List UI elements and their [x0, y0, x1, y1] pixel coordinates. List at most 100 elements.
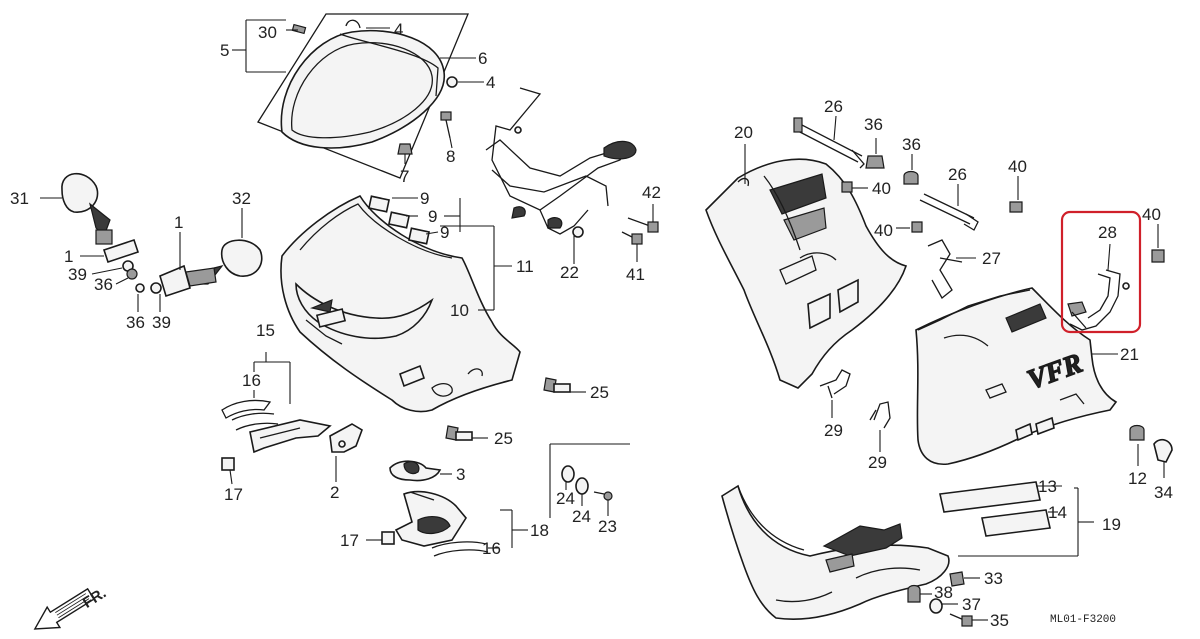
label-16a: 16 [242, 371, 261, 390]
front-arrow-icon [33, 587, 95, 630]
label-13: 13 [1038, 477, 1057, 496]
label-40b: 40 [1008, 157, 1027, 176]
label-32: 32 [232, 189, 251, 208]
label-4b: 4 [486, 73, 495, 92]
bolt-40b [1009, 201, 1023, 213]
label-27: 27 [982, 249, 1001, 268]
bolt-33 [949, 571, 965, 587]
stay-rod-26a [793, 117, 865, 169]
highlight-box-28 [1060, 210, 1142, 334]
clip-17a [221, 457, 235, 471]
reference-code: ML01-F3200 [1050, 614, 1116, 626]
label-29a: 29 [824, 421, 843, 440]
label-2: 2 [330, 483, 339, 502]
nut-7 [397, 143, 413, 155]
label-17a: 17 [224, 485, 243, 504]
label-36b: 36 [126, 313, 145, 332]
grommet-12 [1129, 424, 1145, 441]
mirror-right [159, 239, 263, 298]
windscreen-grommet-top [345, 19, 361, 29]
bracket-2 [329, 423, 363, 453]
cushion-9c [408, 227, 430, 245]
washer-37 [929, 598, 943, 614]
label-18: 18 [530, 521, 549, 540]
strip-16b [431, 541, 489, 557]
label-42: 42 [642, 183, 661, 202]
label-1b: 1 [174, 213, 183, 232]
label-21: 21 [1120, 345, 1139, 364]
grommet-24a [561, 465, 575, 483]
windscreen-trim-strip [339, 33, 439, 97]
windscreen-pin [291, 23, 307, 35]
label-38: 38 [934, 583, 953, 602]
label-39a: 39 [68, 265, 87, 284]
label-6: 6 [478, 49, 487, 68]
label-9a: 9 [420, 189, 429, 208]
label-20: 20 [734, 123, 753, 142]
label-39b: 39 [152, 313, 171, 332]
bolt-40a [841, 181, 853, 193]
upper-cowl [280, 194, 521, 413]
nut-36b [135, 283, 145, 293]
sticker-14 [981, 509, 1051, 537]
label-4a: 4 [394, 20, 403, 39]
nut-36c [865, 155, 885, 169]
label-33: 33 [984, 569, 1003, 588]
clip-29a [819, 369, 851, 399]
label-25b: 25 [494, 429, 513, 448]
bolt-8 [440, 111, 452, 139]
label-36c: 36 [864, 115, 883, 134]
part-labels: 30 4 5 6 4 8 7 31 32 1 1 39 36 36 39 9 9… [10, 20, 1173, 630]
bolt-40c [911, 221, 923, 233]
windscreen-assembly [257, 13, 469, 179]
cushion-9b [388, 211, 410, 229]
clip-17b [381, 531, 395, 545]
label-19: 19 [1102, 515, 1121, 534]
grommet-24b [575, 477, 589, 495]
bolt-41 [621, 231, 643, 245]
label-3: 3 [456, 465, 465, 484]
bolt-25b [445, 425, 473, 441]
label-9b: 9 [428, 207, 437, 226]
label-41: 41 [626, 265, 645, 284]
label-35: 35 [990, 611, 1009, 630]
bolt-25a [543, 377, 571, 393]
bracket-15 [249, 419, 332, 454]
label-8: 8 [446, 147, 455, 166]
label-34: 34 [1154, 483, 1173, 502]
screw-23 [593, 491, 613, 501]
label-5: 5 [220, 41, 229, 60]
label-36d: 36 [902, 135, 921, 154]
fairing-stay [485, 87, 637, 238]
label-30: 30 [258, 23, 277, 42]
label-9c: 9 [440, 223, 449, 242]
label-40d: 40 [1142, 205, 1161, 224]
label-25a: 25 [590, 383, 609, 402]
nut-36d [903, 170, 919, 185]
label-23: 23 [598, 517, 617, 536]
bracket-18 [394, 490, 467, 547]
windscreen-grommet [446, 76, 458, 88]
under-cowl [721, 484, 950, 621]
mirror-left [61, 172, 140, 264]
label-24b: 24 [572, 507, 591, 526]
label-11: 11 [516, 257, 534, 276]
label-1a: 1 [64, 247, 73, 266]
label-40c: 40 [874, 221, 893, 240]
label-16b: 16 [482, 539, 501, 558]
label-26a: 26 [824, 97, 843, 116]
washer-39b [150, 282, 162, 294]
bracket-16-rubber [221, 399, 279, 431]
bolt-35 [949, 613, 973, 627]
label-28: 28 [1098, 223, 1117, 242]
vfr-logo-mark [985, 383, 1007, 399]
label-36a: 36 [94, 275, 113, 294]
sticker-13 [939, 481, 1041, 513]
label-15: 15 [256, 321, 275, 340]
bolt-40d [1151, 249, 1165, 263]
label-37: 37 [962, 595, 981, 614]
label-40a: 40 [872, 179, 891, 198]
label-29b: 29 [868, 453, 887, 472]
grommet-3 [389, 460, 442, 482]
label-10: 10 [450, 301, 469, 320]
